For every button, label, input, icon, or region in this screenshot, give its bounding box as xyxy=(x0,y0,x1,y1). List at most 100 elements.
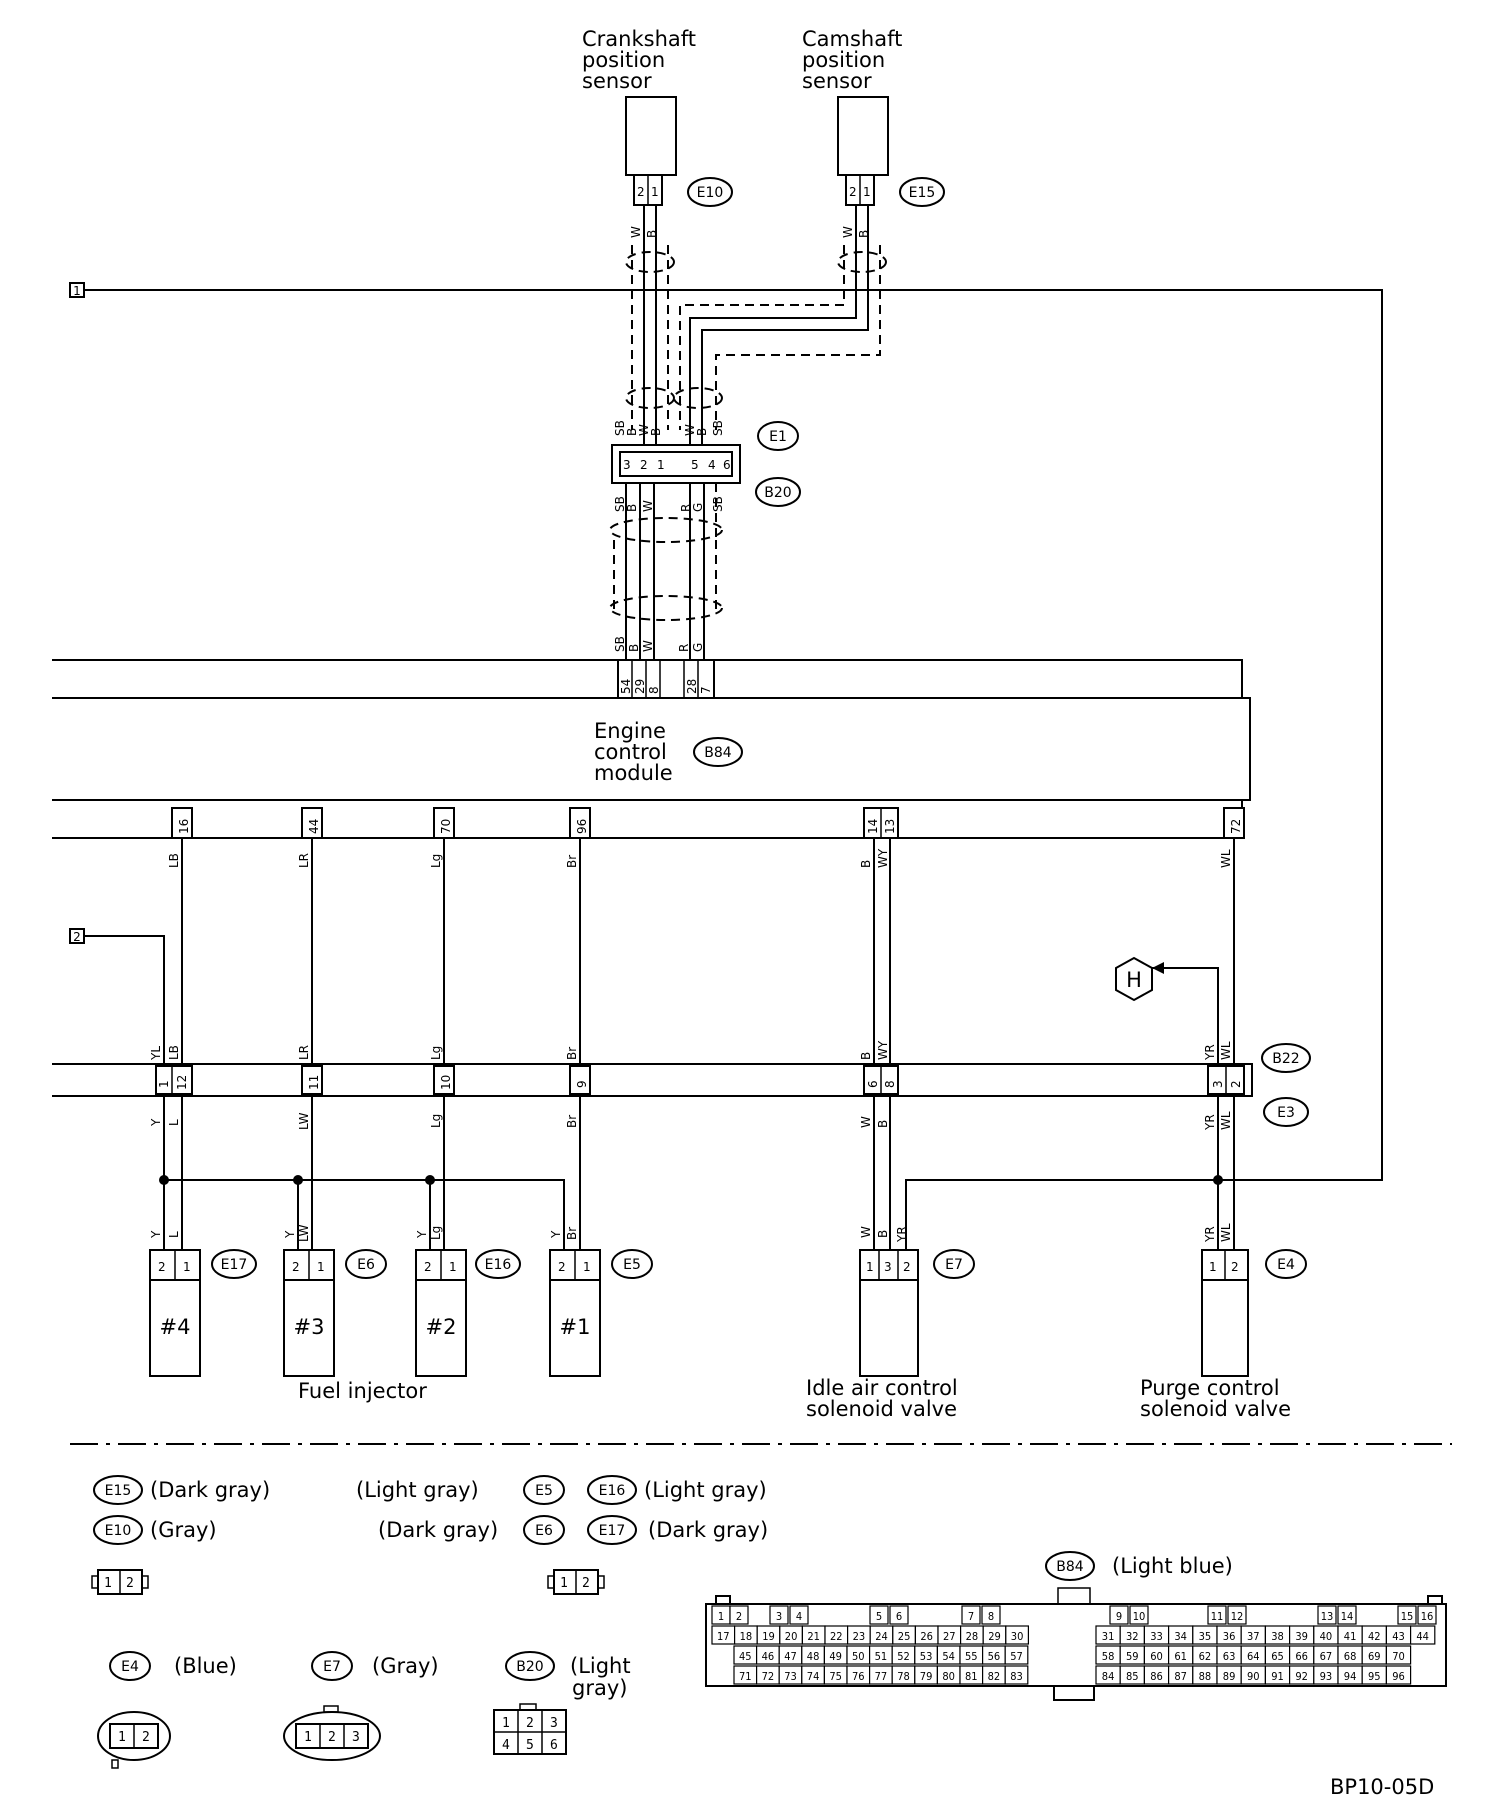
svg-text:2: 2 xyxy=(292,1260,300,1274)
svg-text:B: B xyxy=(876,1230,890,1238)
svg-text:Y: Y xyxy=(283,1230,297,1239)
e1-b20-connector: 3 2 1 5 4 6 xyxy=(611,444,741,484)
b22-color-labels: YL LB LR Lg Br B WY YR WL xyxy=(149,1040,1233,1061)
svg-text:B20: B20 xyxy=(516,1659,543,1675)
b84-pin-cell xyxy=(1004,1645,1029,1665)
b84-pin-label: 3 xyxy=(776,1610,782,1623)
b84-pin-label: 18 xyxy=(740,1630,753,1643)
legend-two-pin-face-center: 1 2 xyxy=(547,1569,605,1595)
svg-text:(Gray): (Gray) xyxy=(150,1518,217,1542)
svg-text:SB: SB xyxy=(613,636,627,652)
e7-badge: E7 xyxy=(933,1249,975,1279)
svg-text:4: 4 xyxy=(502,1738,510,1753)
svg-text:B84: B84 xyxy=(1056,1559,1084,1575)
svg-text:6: 6 xyxy=(550,1738,558,1753)
b84-pin-label: 93 xyxy=(1320,1670,1333,1683)
b84-pin-label: 70 xyxy=(1392,1650,1405,1663)
svg-text:E16: E16 xyxy=(599,1483,626,1499)
wire-color: B xyxy=(857,230,871,238)
load-color-labels: Y L Y LW Y Lg Y Br W B YR YR WL xyxy=(149,1223,1233,1243)
svg-text:W: W xyxy=(859,1116,873,1128)
b84-pin-cell xyxy=(1317,1605,1337,1625)
b84-pin-label: 31 xyxy=(1102,1630,1115,1643)
crankshaft-sensor-label: Crankshaft position sensor xyxy=(582,27,696,93)
svg-text:4: 4 xyxy=(708,458,716,472)
svg-text:WL: WL xyxy=(1219,1111,1233,1130)
b84-pin-cell xyxy=(789,1605,809,1625)
legend-b20: B20 (Light gray) xyxy=(505,1651,631,1700)
b84-pin-label: 67 xyxy=(1320,1650,1333,1663)
purge-control-valve: 1 2 xyxy=(1201,1249,1249,1377)
b84-pin-label: 23 xyxy=(853,1630,866,1643)
e5-badge: E5 xyxy=(611,1249,653,1279)
svg-text:2: 2 xyxy=(582,1576,590,1591)
b84-pin-label: 86 xyxy=(1150,1670,1163,1683)
b84-pin-label: 29 xyxy=(988,1630,1001,1643)
svg-text:E15: E15 xyxy=(105,1483,132,1499)
camshaft-sensor-body xyxy=(837,96,889,176)
svg-text:L: L xyxy=(167,1231,181,1238)
b84-pin-label: 92 xyxy=(1295,1670,1308,1683)
e4-badge: E4 xyxy=(1265,1249,1307,1279)
b84-pin-label: 87 xyxy=(1174,1670,1187,1683)
crankshaft-sensor-body xyxy=(625,96,677,176)
svg-text:Y: Y xyxy=(149,1118,163,1127)
svg-text:2: 2 xyxy=(526,1716,534,1731)
b84-pin-label: 24 xyxy=(875,1630,888,1643)
svg-text:B: B xyxy=(649,428,663,436)
legend-b84: B84 (Light blue) xyxy=(1045,1551,1233,1581)
svg-text:E7: E7 xyxy=(945,1257,963,1273)
svg-text:B22: B22 xyxy=(1272,1051,1299,1067)
svg-text:2: 2 xyxy=(424,1260,432,1274)
svg-text:1: 1 xyxy=(183,1260,191,1274)
b22-badge: B22 xyxy=(1261,1043,1311,1073)
b84-pin-label: 71 xyxy=(739,1670,752,1683)
svg-text:2: 2 xyxy=(158,1260,166,1274)
b84-pin-cell xyxy=(729,1605,749,1625)
b84-pin-label: 75 xyxy=(829,1670,842,1683)
b84-pin-label: 51 xyxy=(875,1650,888,1663)
legend-e5: (Light gray) E5 xyxy=(356,1475,565,1505)
svg-text:1: 1 xyxy=(866,1260,874,1274)
b84-badge: B84 xyxy=(693,737,743,767)
idle-air-control-valve: 1 3 2 xyxy=(859,1249,919,1377)
b84-pin-label: 80 xyxy=(942,1670,955,1683)
b84-pin-label: 16 xyxy=(1421,1610,1434,1623)
b84-pin-label: 69 xyxy=(1368,1650,1381,1663)
b84-pin-label: 9 xyxy=(1116,1610,1122,1623)
b84-pin-cell xyxy=(1227,1605,1247,1625)
svg-text:E15: E15 xyxy=(909,185,936,201)
svg-text:B: B xyxy=(876,1120,890,1128)
b84-pin-cell xyxy=(1004,1665,1029,1685)
svg-text:LR: LR xyxy=(297,1045,311,1060)
svg-text:E6: E6 xyxy=(535,1523,553,1539)
b84-pin-label: 14 xyxy=(1341,1610,1354,1623)
b84-pin-label: 25 xyxy=(898,1630,911,1643)
svg-text:3: 3 xyxy=(352,1730,360,1745)
b84-pin-label: 33 xyxy=(1150,1630,1163,1643)
svg-text:W: W xyxy=(683,424,697,436)
svg-text:position: position xyxy=(582,48,665,72)
e15-badge: E15 xyxy=(899,177,945,207)
svg-text:Purge control: Purge control xyxy=(1140,1376,1280,1400)
svg-text:(Blue): (Blue) xyxy=(174,1654,237,1678)
svg-text:1: 1 xyxy=(304,1730,312,1745)
svg-text:LW: LW xyxy=(297,1112,311,1130)
b84-pin-cell xyxy=(1417,1605,1437,1625)
b84-pin-label: 85 xyxy=(1126,1670,1139,1683)
svg-text:B: B xyxy=(695,428,709,436)
wire-color: W xyxy=(629,226,643,238)
svg-text:2: 2 xyxy=(640,458,648,472)
b84-pin-label: 84 xyxy=(1102,1670,1115,1683)
b84-pin-label: 73 xyxy=(784,1670,797,1683)
svg-text:R: R xyxy=(679,504,693,512)
b84-pin-cell xyxy=(1385,1665,1412,1685)
svg-text:E4: E4 xyxy=(1277,1257,1295,1273)
ecm-bottom-color-labels: LB LR Lg Br B WY WL xyxy=(167,848,1233,868)
b84-pin-label: 10 xyxy=(1133,1610,1146,1623)
svg-text:WY: WY xyxy=(876,848,890,868)
e15-pin: 2 xyxy=(849,185,857,199)
b84-pin-label: 52 xyxy=(897,1650,910,1663)
svg-text:Lg: Lg xyxy=(429,854,443,868)
svg-text:LB: LB xyxy=(167,853,181,868)
